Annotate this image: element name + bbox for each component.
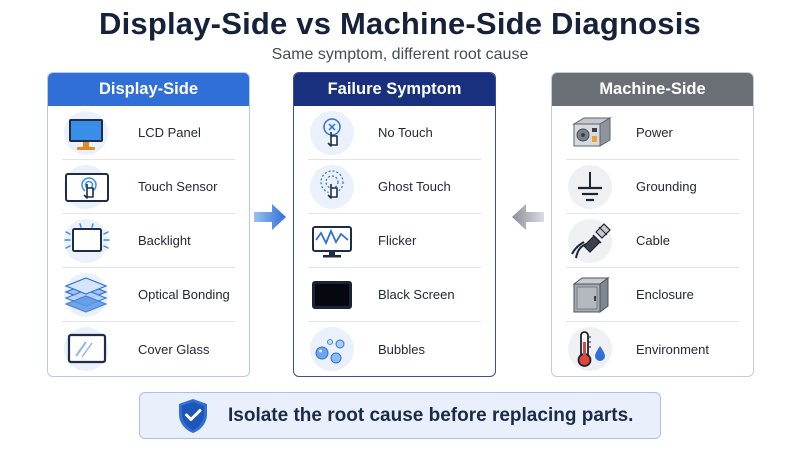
list-item-grounding: Grounding xyxy=(566,160,739,214)
list-item-label: Environment xyxy=(636,341,709,357)
list-item-ghost-touch: Ghost Touch xyxy=(308,160,481,214)
list-item-label: LCD Panel xyxy=(138,125,201,140)
machine-side-panel: Machine-Side Power xyxy=(551,72,754,377)
bubbles-icon xyxy=(308,326,362,372)
enclosure-icon xyxy=(566,272,620,318)
backlight-icon xyxy=(62,218,116,264)
banner-text: Isolate the root cause before replacing … xyxy=(228,404,634,426)
list-item-label: Enclosure xyxy=(636,287,694,302)
display-side-header: Display-Side xyxy=(48,73,249,106)
flicker-icon xyxy=(308,218,362,264)
black-screen-icon xyxy=(308,272,362,318)
page-title: Display-Side vs Machine-Side Diagnosis xyxy=(99,6,701,41)
list-item-label: Cover Glass xyxy=(138,341,210,357)
arrow-right-icon xyxy=(252,201,288,238)
list-item-touch-sensor: Touch Sensor xyxy=(62,160,235,214)
thermometer-icon xyxy=(566,326,620,372)
list-item-label: Black Screen xyxy=(378,287,455,302)
list-item-environment: Environment xyxy=(566,322,739,376)
cable-icon xyxy=(566,218,620,264)
list-item-label: Ghost Touch xyxy=(378,179,451,194)
list-item-cable: Cable xyxy=(566,214,739,268)
machine-side-header: Machine-Side xyxy=(552,73,753,106)
page-subtitle: Same symptom, different root cause xyxy=(271,46,529,63)
list-item-label: Backlight xyxy=(138,233,191,248)
list-item-no-touch: No Touch xyxy=(308,106,481,160)
shield-check-icon xyxy=(176,397,210,435)
lcd-panel-icon xyxy=(62,110,116,156)
list-item-label: No Touch xyxy=(378,125,433,140)
power-supply-icon xyxy=(566,110,620,156)
ground-icon xyxy=(566,164,620,210)
cover-glass-icon xyxy=(62,326,116,372)
touch-sensor-icon xyxy=(62,164,116,210)
list-item-label: Power xyxy=(636,125,673,140)
list-item-backlight: Backlight xyxy=(62,214,235,268)
display-side-panel: Display-Side LCD Panel xyxy=(47,72,250,377)
failure-symptom-panel: Failure Symptom No Touch xyxy=(293,72,496,377)
list-item-lcd-panel: LCD Panel xyxy=(62,106,235,160)
list-item-label: Grounding xyxy=(636,179,697,194)
list-item-label: Flicker xyxy=(378,233,417,248)
list-item-label: Bubbles xyxy=(378,341,425,357)
list-item-label: Optical Bonding xyxy=(138,287,230,302)
list-item-flicker: Flicker xyxy=(308,214,481,268)
list-item-label: Cable xyxy=(636,233,670,248)
list-item-bubbles: Bubbles xyxy=(308,322,481,376)
list-item-power: Power xyxy=(566,106,739,160)
no-touch-icon xyxy=(308,110,362,156)
list-item-optical-bonding: Optical Bonding xyxy=(62,268,235,322)
list-item-enclosure: Enclosure xyxy=(566,268,739,322)
failure-symptom-header: Failure Symptom xyxy=(294,73,495,106)
ghost-touch-icon xyxy=(308,164,362,210)
arrow-left-icon xyxy=(508,201,546,238)
advice-banner: Isolate the root cause before replacing … xyxy=(139,392,661,439)
list-item-cover-glass: Cover Glass xyxy=(62,322,235,376)
list-item-black-screen: Black Screen xyxy=(308,268,481,322)
optical-bonding-icon xyxy=(62,272,116,318)
list-item-label: Touch Sensor xyxy=(138,179,218,194)
